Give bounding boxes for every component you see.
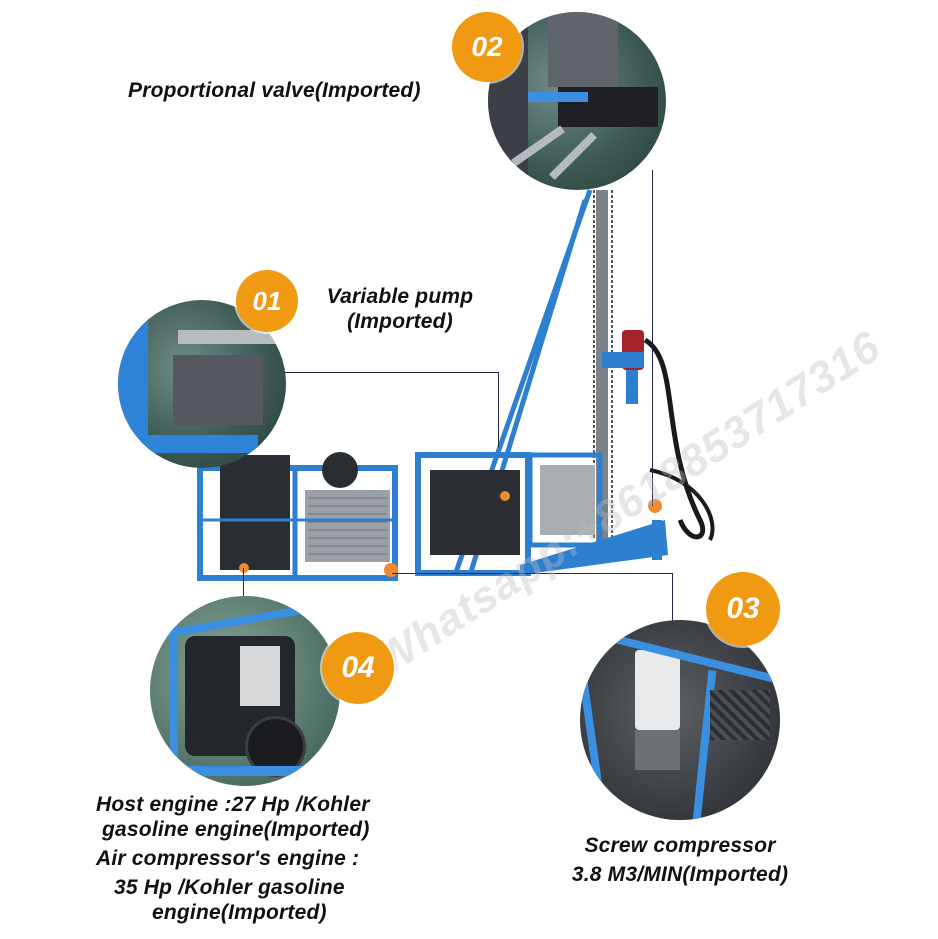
callout-title-03-line1: Screw compressor — [584, 834, 776, 857]
detail-photo-variable-pump — [118, 300, 286, 468]
callout-title-04: Host engine :27 Hp /Kohler gasoline engi… — [96, 792, 436, 925]
leader-line-01-vertical — [498, 372, 499, 447]
callout-title-04-line1: Host engine :27 Hp /Kohler — [96, 793, 370, 816]
detail-photo-screw-compressor — [580, 620, 780, 820]
callout-title-04-line3: Air compressor's engine : — [96, 847, 360, 870]
callout-title-04-line2: gasoline engine(Imported) — [102, 818, 370, 841]
leader-line-01-horizontal — [278, 372, 498, 373]
callout-title-01-line1: Variable pump — [326, 285, 474, 308]
leader-line-03-horizontal — [392, 573, 672, 574]
callout-badge-01: 01 — [236, 270, 298, 332]
callout-number-02: 02 — [471, 31, 503, 62]
callout-title-03: Screw compressor 3.8 M3/MIN(Imported) — [540, 833, 820, 887]
leader-line-04-vertical — [243, 568, 244, 598]
callout-badge-04: 04 — [322, 632, 394, 704]
leader-line-03-vertical — [672, 573, 673, 625]
callout-title-01-line2: (Imported) — [347, 310, 453, 333]
detail-photo-kohler-engine — [150, 596, 340, 786]
callout-title-03-line2: 3.8 M3/MIN(Imported) — [571, 863, 789, 886]
callout-title-04-line4: 35 Hp /Kohler gasoline — [114, 876, 345, 899]
callout-badge-02: 02 — [452, 12, 522, 82]
callout-number-04: 04 — [341, 651, 375, 684]
callout-number-01: 01 — [252, 285, 282, 316]
callout-title-01: Variable pump (Imported) — [310, 284, 490, 334]
leader-line-02-vertical — [652, 170, 653, 506]
callout-badge-03: 03 — [706, 572, 780, 646]
callout-title-02: Proportional valve(Imported) — [128, 79, 421, 102]
callout-title-04-line5: engine(Imported) — [152, 901, 327, 924]
callout-number-03: 03 — [726, 592, 760, 625]
